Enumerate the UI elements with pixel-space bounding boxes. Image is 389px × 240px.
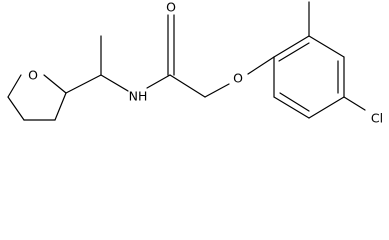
bond-nh-carbonyl: [146, 74, 171, 89]
bond-aryl-chlorine: [343, 96, 366, 111]
bond-ar-c1-c2: [273, 35, 310, 58]
atom-amide-nitrogen: NH: [129, 89, 148, 104]
bond-c2-ch: [65, 74, 102, 94]
bond-ar-c4-c5: [308, 96, 345, 119]
atom-chlorine: Cl: [371, 111, 383, 126]
bond-ar-c2-c3: [308, 35, 345, 58]
bond-ch2-ether-o: [204, 83, 230, 98]
bond-ether-o-aryl: [247, 56, 275, 75]
bond-ar-c5-c6-inner: [279, 92, 310, 112]
bond-c2-ring-o: [43, 74, 67, 94]
bond-c3-c2: [54, 92, 67, 121]
benzene-ring: [273, 35, 345, 119]
tetrahydrofuran-ring: [7, 74, 67, 121]
bond-ar-c1-c2-inner: [278, 42, 310, 62]
molecule-canvas: O NH O O Cl: [7, 0, 384, 126]
bond-carbonyl-ch2: [169, 74, 206, 98]
atom-carbonyl-oxygen: O: [166, 0, 176, 15]
structural-formula: O NH O O Cl: [7, 0, 383, 126]
bond-c5-c4: [7, 96, 25, 121]
atom-ether-oxygen: O: [233, 71, 243, 86]
atom-ring-oxygen: O: [28, 68, 38, 83]
bond-ar-c5-c6: [273, 96, 310, 119]
bond-ring-o-c5: [7, 74, 22, 98]
bond-ch-nh: [100, 74, 129, 92]
